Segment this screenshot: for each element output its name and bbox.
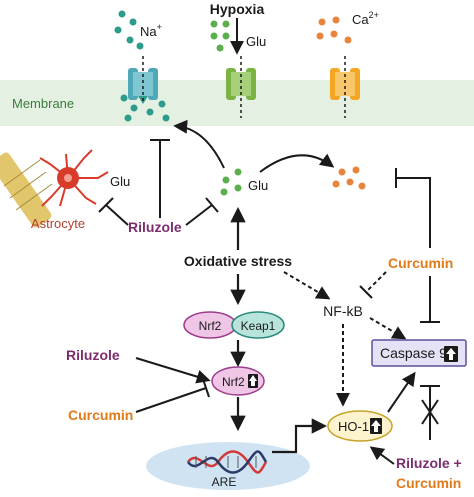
riluzole-inhibit-glu bbox=[185, 204, 213, 226]
caspase9-label: Caspase 9 bbox=[380, 345, 447, 361]
curcumin-bottom-label: Curcumin bbox=[396, 475, 461, 491]
glu-top bbox=[210, 20, 230, 52]
curcumin-left-label: Curcumin bbox=[68, 407, 133, 423]
nrf2-label: Nrf2 bbox=[199, 319, 222, 333]
nrf2-up-icon bbox=[248, 374, 258, 388]
na-channel bbox=[128, 56, 158, 104]
curcumin-inhibit-nrf2 bbox=[135, 387, 207, 413]
keap1-label: Keap1 bbox=[241, 319, 276, 333]
nfkb-label: NF-kB bbox=[323, 303, 363, 319]
nfkb-to-caspase-arrow bbox=[369, 317, 407, 340]
riluzole-left-label: Riluzole bbox=[128, 219, 182, 235]
ca-channel bbox=[330, 56, 360, 118]
astrocyte-label: Astrocyte bbox=[31, 216, 85, 231]
nrf2-up-label: Nrf2 bbox=[222, 375, 245, 389]
glu-to-na-arrow bbox=[173, 119, 225, 169]
riluzole-inhibit-astrocyte bbox=[105, 204, 129, 226]
combo-to-ho1-arrow bbox=[369, 446, 395, 465]
riluzole-plus-label: Riluzole + bbox=[396, 455, 462, 471]
glu-top-label: Glu bbox=[246, 34, 266, 49]
ho1-label: HO-1 bbox=[338, 419, 369, 434]
ox-to-nfkb-arrow bbox=[283, 271, 331, 300]
na-ions-below bbox=[120, 94, 170, 122]
curcumin-inhibit-nfkb bbox=[365, 271, 387, 293]
na-label: Na+ bbox=[140, 22, 162, 39]
riluzole-activate-nrf2 bbox=[135, 357, 211, 384]
glu-channel bbox=[226, 56, 256, 118]
ho1-up-icon bbox=[370, 418, 382, 434]
glu-center bbox=[220, 168, 242, 196]
caspase9-node bbox=[371, 339, 467, 367]
glu-center-label: Glu bbox=[248, 178, 268, 193]
are-to-ho1-arrow bbox=[272, 418, 328, 454]
ho1-to-caspase-arrow bbox=[387, 371, 416, 413]
riluzole-mid-label: Riluzole bbox=[66, 347, 120, 363]
hypoxia-label: Hypoxia bbox=[210, 1, 265, 17]
membrane-label: Membrane bbox=[12, 96, 74, 111]
keap1-node bbox=[231, 311, 285, 339]
caspase9-up-icon bbox=[444, 346, 458, 362]
astrocyte-cell bbox=[0, 149, 109, 228]
ca-ions-top bbox=[316, 16, 352, 44]
ca-label: Ca2+ bbox=[352, 10, 379, 27]
are-label: ARE bbox=[212, 475, 237, 489]
glu-to-ca-arrow bbox=[259, 153, 335, 173]
oxidative-stress-label: Oxidative stress bbox=[184, 253, 292, 269]
curcumin-right-label: Curcumin bbox=[388, 255, 453, 271]
curcumin-inhibit-ca bbox=[396, 177, 431, 248]
glu-left-label: Glu bbox=[110, 174, 130, 189]
na-ions-top bbox=[114, 10, 144, 50]
ca-ions-mid bbox=[332, 166, 366, 190]
dna-icon bbox=[186, 450, 268, 474]
